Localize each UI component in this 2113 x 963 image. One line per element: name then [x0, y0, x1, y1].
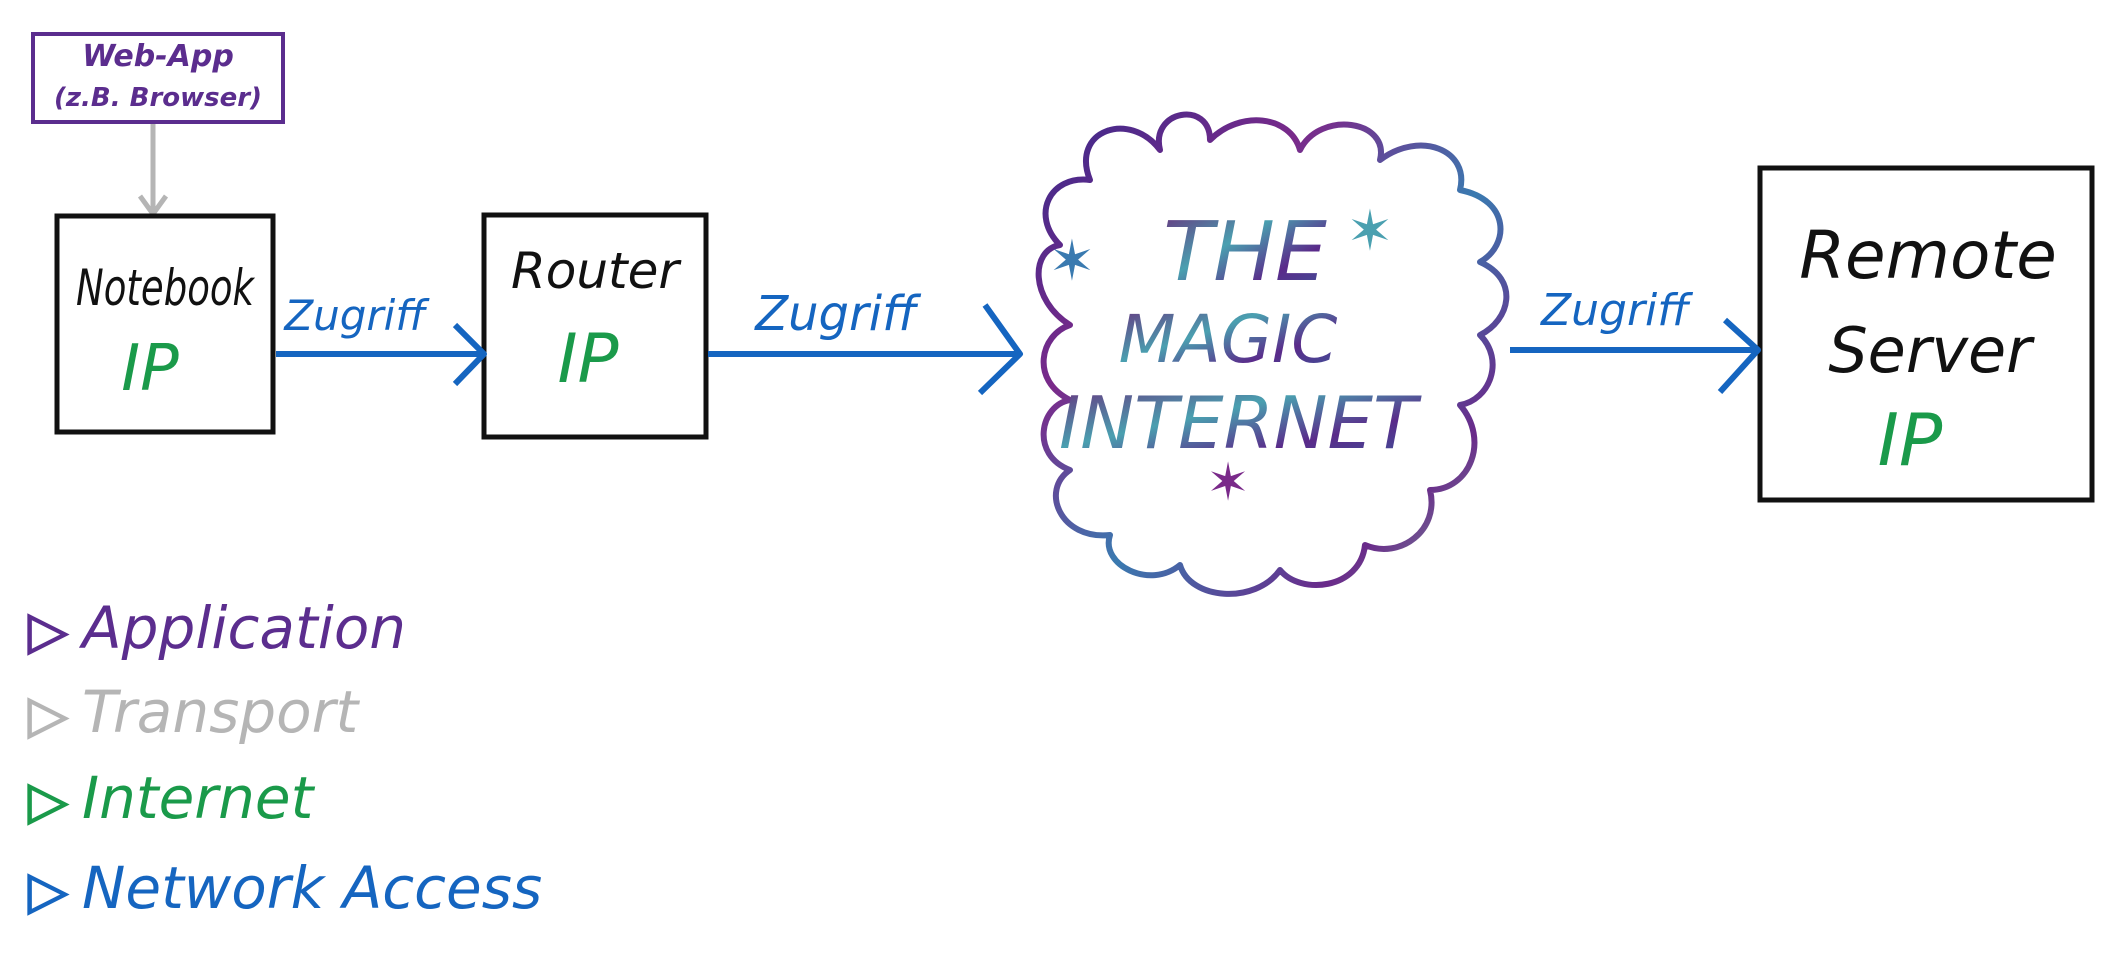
cloud-server-arrow: Zugriff — [1510, 285, 1761, 395]
notebook-ip: IP — [121, 332, 179, 406]
notebook-router-arrow-label: Zugriff — [283, 291, 430, 340]
notebook-router-arrow: Zugriff — [276, 291, 487, 387]
router-ip: IP — [557, 320, 618, 399]
cloud-text-magic: MAGIC — [1119, 301, 1338, 378]
legend-item-network-access: ▷ Network Access — [27, 854, 542, 922]
legend-label-network-access: Network Access — [82, 854, 542, 922]
legend-item-internet: ▷ Internet — [27, 764, 316, 832]
webapp-box: Web-App (z.B. Browser) — [31, 32, 285, 124]
legend-label-transport: Transport — [82, 678, 360, 746]
notebook-box: Notebook IP — [54, 213, 276, 435]
cloud-text-the: THE — [1163, 205, 1327, 300]
cloud-outline — [1035, 111, 1510, 597]
layer-legend: ▷ Application ▷ Transport ▷ Internet ▷ N… — [27, 594, 542, 922]
router-cloud-arrow: Zugriff — [708, 286, 1023, 396]
legend-item-transport: ▷ Transport — [27, 678, 360, 746]
server-box: Remote Server IP — [1757, 165, 2095, 503]
router-label: Router — [511, 242, 682, 300]
legend-marker-icon: ▷ — [27, 862, 70, 920]
webapp-to-notebook-arrow — [137, 124, 169, 217]
router-cloud-arrow-label: Zugriff — [753, 286, 922, 342]
server-ip: IP — [1878, 398, 1943, 482]
webapp-subtitle: (z.B. Browser) — [54, 83, 262, 113]
server-label-line2: Server — [1828, 314, 2035, 387]
cloud-text-internet: INTERNET — [1059, 381, 1422, 465]
legend-marker-icon: ▷ — [27, 772, 70, 830]
legend-label-internet: Internet — [82, 764, 316, 832]
legend-label-application: Application — [78, 594, 406, 662]
server-label-line1: Remote — [1799, 217, 2057, 294]
router-box: Router IP — [481, 212, 709, 440]
webapp-title: Web-App — [82, 39, 234, 74]
legend-marker-icon: ▷ — [27, 686, 70, 744]
star-icon: ✶ — [1347, 199, 1394, 264]
internet-cloud: THE MAGIC INTERNET ✶ ✶ ✶ — [1035, 111, 1510, 597]
legend-item-application: ▷ Application — [27, 594, 406, 662]
star-icon: ✶ — [1206, 453, 1250, 513]
legend-marker-icon: ▷ — [27, 602, 70, 660]
cloud-server-arrow-label: Zugriff — [1540, 285, 1693, 336]
star-icon: ✶ — [1049, 229, 1096, 294]
notebook-label: Notebook — [76, 259, 256, 317]
